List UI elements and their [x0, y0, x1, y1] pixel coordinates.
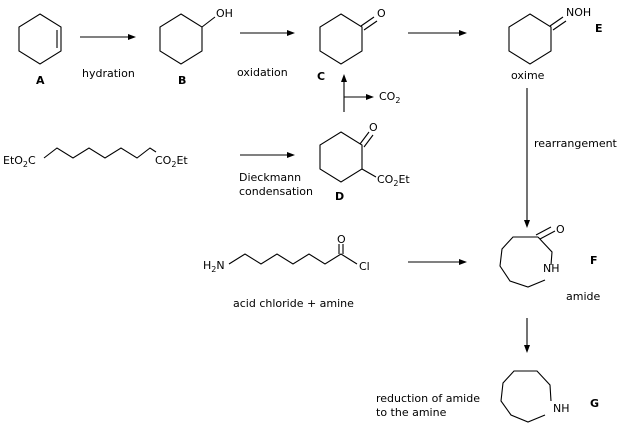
compound-label-f: F [590, 254, 598, 267]
atom-noh: NOH [566, 6, 591, 19]
step-label-to-amine: to the amine [376, 406, 447, 419]
cyclohexene-structure [18, 13, 62, 65]
amino-acid-chloride-structure [228, 244, 358, 265]
arrow-oxidation [240, 30, 295, 36]
step-label-hydration: hydration [82, 67, 135, 80]
atom-f-nh: NH [543, 262, 560, 275]
atom-eto2c: EtO2C [3, 154, 36, 169]
arrow-acid-chloride-to-f [408, 259, 467, 265]
arrow-reduction [524, 318, 530, 353]
oxime-structure [508, 13, 567, 65]
atom-acid-o: O [337, 233, 346, 246]
arrow-rearrangement [524, 88, 530, 228]
azepane-structure [500, 370, 552, 423]
step-label-oxidation: oxidation [237, 66, 288, 79]
arrow-d-to-c [341, 74, 374, 112]
step-label-rearrangement: rearrangement [534, 137, 618, 150]
atom-d-co2et: CO2Et [377, 173, 410, 188]
step-label-amide: amide [566, 290, 600, 303]
atom-co2et: CO2Et [155, 154, 188, 169]
cyclohexanone-structure [319, 13, 378, 65]
caprolactam-structure [499, 226, 556, 288]
compound-label-c: C [317, 70, 325, 83]
step-label-dieckmann: Dieckmann [239, 171, 301, 184]
compound-label-g: G [590, 397, 599, 410]
atom-h2n: H2N [203, 259, 225, 274]
arrow-hydration [80, 34, 136, 40]
cyclohexanol-structure [159, 13, 216, 65]
diester-chain-structure [43, 147, 157, 159]
atom-f-o: O [556, 223, 565, 236]
step-label-oxime: oxime [511, 69, 545, 82]
atom-d-o: O [369, 121, 378, 134]
atom-co2: CO2 [379, 90, 400, 105]
atom-o-ketone: O [377, 7, 386, 20]
compound-label-d: D [335, 190, 344, 203]
compound-label-a: A [36, 74, 45, 87]
step-label-acid-chloride: acid chloride + amine [233, 297, 354, 310]
keto-ester-structure [319, 131, 377, 183]
compound-label-e: E [595, 22, 603, 35]
step-label-condensation: condensation [239, 185, 313, 198]
arrow-dieckmann [240, 152, 295, 158]
atom-oh: OH [216, 7, 233, 20]
step-label-reduction: reduction of amide [376, 392, 480, 405]
arrow-c-to-oxime [408, 30, 467, 36]
compound-label-b: B [178, 74, 186, 87]
atom-cl: Cl [359, 260, 370, 273]
atom-g-nh: NH [553, 402, 570, 415]
